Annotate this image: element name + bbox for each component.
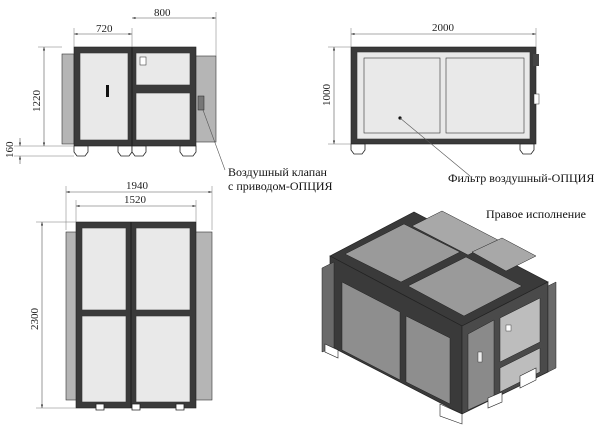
dim-top-outer-width: 1940 (126, 180, 149, 192)
dim-top-inner-width: 1520 (124, 194, 147, 206)
side-foot-1 (350, 143, 366, 155)
top-panel-4 (135, 315, 191, 403)
iso-front-panel-1 (341, 281, 401, 381)
front-foot-4 (179, 145, 197, 157)
top-panel-3 (135, 227, 191, 311)
damper-leader-line (202, 109, 226, 171)
iso-top-panel-2 (407, 256, 523, 317)
side-filter-panel-left (363, 57, 441, 134)
orientation-label: Правое исполнение (486, 207, 586, 221)
filter-leader-line (399, 117, 471, 177)
dim-top-height: 2300 (29, 308, 41, 331)
callout-damper-line1: Воздушный клапан (228, 165, 328, 179)
dim-front-outer-width: 800 (154, 7, 171, 19)
top-view: 1940 1520 2300 (29, 180, 213, 411)
front-view: 720 800 1220 160 (4, 7, 217, 164)
side-foot-2 (519, 143, 535, 155)
top-panel-2 (81, 315, 127, 403)
top-panel-1 (81, 227, 127, 311)
hinge-icon (139, 56, 147, 66)
dim-foot-height: 160 (4, 141, 16, 158)
iso-left-duct (321, 261, 335, 353)
side-latch-icon (533, 54, 539, 66)
dim-side-length: 2000 (432, 22, 455, 34)
door-handle-icon (106, 85, 109, 97)
front-foot-2 (117, 145, 133, 157)
front-right-duct (193, 55, 217, 143)
front-door-panel (79, 52, 129, 141)
front-lower-panel (135, 92, 191, 141)
dim-front-inner-width: 720 (96, 23, 113, 35)
front-left-duct (61, 53, 75, 145)
dim-front-height: 1220 (31, 90, 43, 113)
iso-front-panel-2 (405, 315, 451, 405)
iso-top-panel-1 (344, 223, 461, 283)
iso-door-handle-icon (477, 351, 483, 363)
iso-right-door (467, 319, 495, 411)
dim-side-height: 1000 (321, 84, 333, 107)
front-foot-1 (73, 145, 89, 157)
callout-filter: Фильтр воздушный-ОПЦИЯ (448, 171, 594, 185)
damper-actuator-icon (197, 95, 205, 111)
front-foot-3 (131, 145, 147, 157)
top-right-duct (193, 231, 213, 401)
side-view: 2000 1000 (321, 22, 540, 155)
callout-damper-line2: с приводом-ОПЦИЯ (228, 179, 333, 193)
side-filter-panel-right (445, 57, 525, 134)
isometric-view (321, 210, 557, 425)
